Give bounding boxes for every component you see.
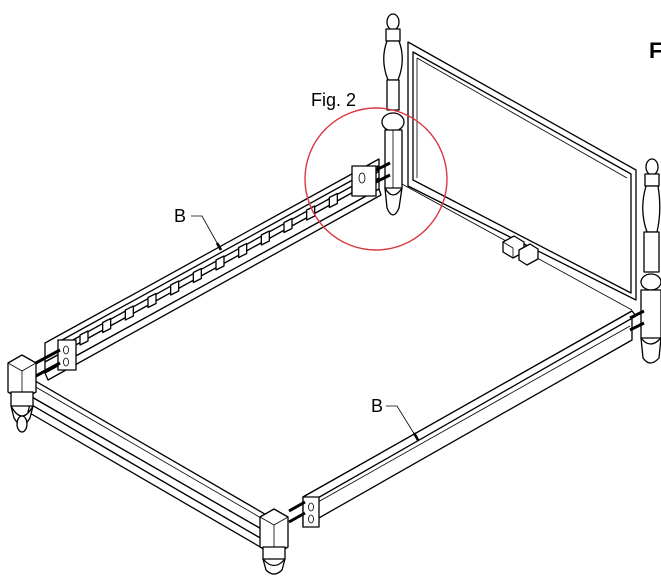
footboard-rail <box>27 377 271 549</box>
right-side-rail <box>288 309 645 528</box>
figure-label: Fig. 2 <box>311 90 356 110</box>
footboard-right-post <box>259 508 289 575</box>
slat-bracket <box>260 230 270 246</box>
slat-bracket <box>238 242 248 259</box>
fig2-callout-circle <box>304 107 448 251</box>
slat-bracket <box>124 305 134 321</box>
headboard-left-post <box>381 13 405 216</box>
slat-bracket <box>328 192 338 209</box>
left-rail-label: B <box>174 206 186 226</box>
right-rail-leader <box>386 405 419 441</box>
slat-brackets <box>79 180 361 346</box>
left-side-rail <box>33 158 391 381</box>
slat-bracket <box>79 330 89 346</box>
left-rail-leader <box>191 215 222 251</box>
slat-bracket <box>192 267 202 284</box>
footboard-left-post <box>7 354 37 433</box>
slat-bracket <box>102 317 112 334</box>
right-rail-label: B <box>371 396 383 416</box>
slat-bracket <box>170 280 180 296</box>
slat-bracket <box>147 292 157 309</box>
headboard-right-post <box>640 158 661 364</box>
headboard-panel <box>407 41 637 301</box>
slat-bracket <box>283 217 293 234</box>
center-support <box>401 183 633 311</box>
slat-bracket <box>215 255 225 271</box>
title-letter: F <box>649 38 661 63</box>
